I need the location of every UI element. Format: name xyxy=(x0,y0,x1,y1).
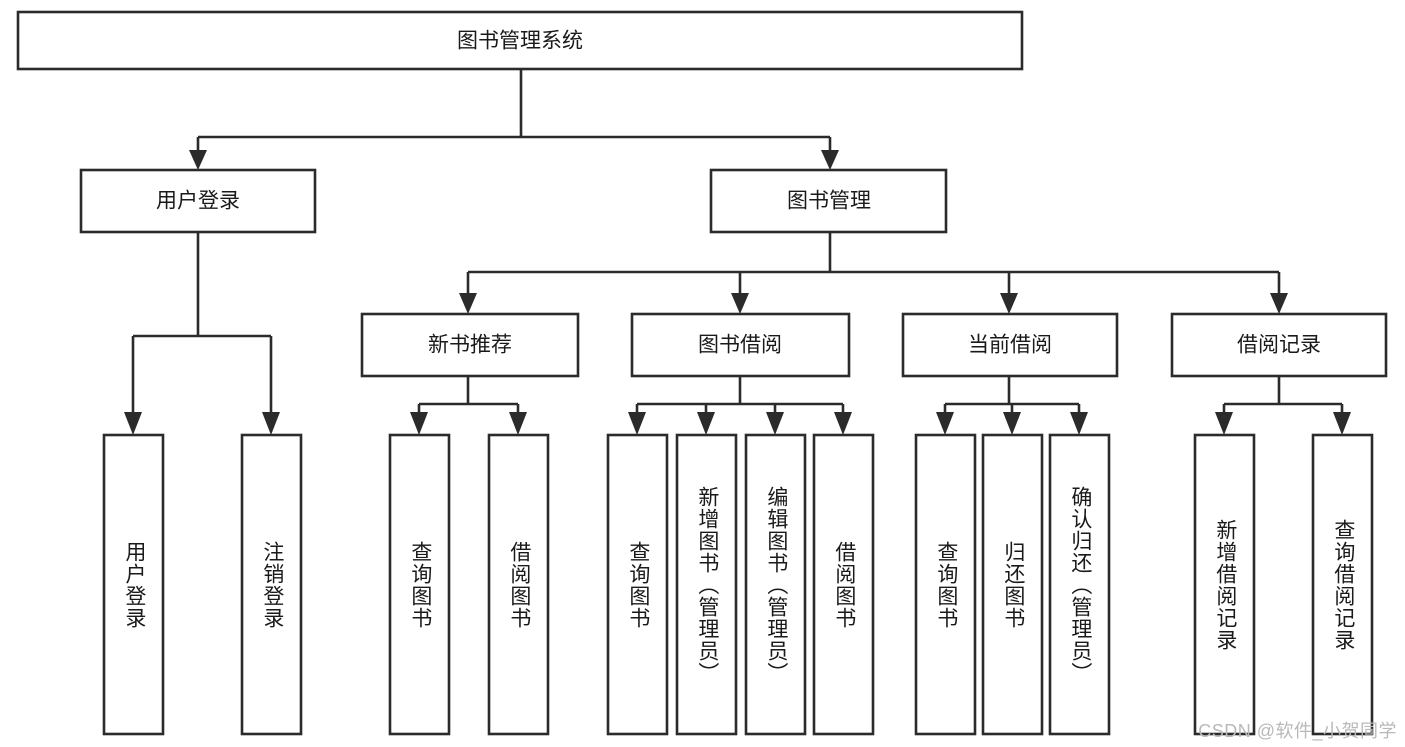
arrow-root-to-book-manage xyxy=(821,150,839,170)
node-leaf-borrow-book-2-box[interactable] xyxy=(812,433,875,736)
node-leaf-add-record-box[interactable] xyxy=(1193,433,1256,736)
arrow-new-book-leaf-2 xyxy=(509,412,527,435)
arrow-book-manage-to-current-borrow xyxy=(1000,293,1018,314)
node-new-book-recommend[interactable]: 新书推荐 xyxy=(360,312,580,378)
node-layer: 图书管理系统 用户登录 图书管理 新书推荐 图书借阅 当前 xyxy=(16,10,1388,736)
arrow-current-borrow-leaf-1 xyxy=(936,412,954,435)
watermark-text: CSDN @软件_小贺同学 xyxy=(1198,721,1397,741)
arrow-current-borrow-leaf-2 xyxy=(1003,412,1021,435)
arrow-book-manage-to-new-book xyxy=(459,293,477,314)
node-user-login[interactable]: 用户登录 xyxy=(79,168,317,234)
node-borrow-record-label: 借阅记录 xyxy=(1237,334,1321,357)
node-leaf-edit-book-box[interactable] xyxy=(744,433,807,736)
node-leaf-query-book-1-box[interactable] xyxy=(388,433,451,736)
node-book-borrow[interactable]: 图书借阅 xyxy=(630,312,851,378)
node-current-borrow-label: 当前借阅 xyxy=(968,334,1052,357)
node-leaf-query-book-3-box[interactable] xyxy=(914,433,977,736)
node-root-box[interactable] xyxy=(16,10,1024,71)
node-user-login-label: 用户登录 xyxy=(156,190,240,213)
node-book-manage-box[interactable] xyxy=(709,168,948,234)
node-leaf-query-record-box[interactable] xyxy=(1311,433,1374,736)
arrow-root-to-user-login xyxy=(189,150,207,170)
node-leaf-return-book-box[interactable] xyxy=(981,433,1044,736)
arrow-new-book-leaf-1 xyxy=(410,412,428,435)
node-book-borrow-label: 图书借阅 xyxy=(698,334,782,357)
node-leaf-query-book-2-box[interactable] xyxy=(606,433,669,736)
node-current-borrow[interactable]: 当前借阅 xyxy=(901,312,1119,378)
node-borrow-record[interactable]: 借阅记录 xyxy=(1170,312,1388,378)
node-root-label: 图书管理系统 xyxy=(457,30,583,53)
node-borrow-record-box[interactable] xyxy=(1170,312,1388,378)
connector-layer xyxy=(124,69,1351,435)
node-leaf-user-login-box[interactable] xyxy=(102,433,165,736)
arrow-book-manage-to-book-borrow xyxy=(731,293,749,314)
node-root[interactable]: 图书管理系统 xyxy=(16,10,1024,71)
node-new-book-recommend-label: 新书推荐 xyxy=(428,334,512,357)
arrow-book-borrow-leaf-1 xyxy=(628,412,646,435)
node-book-manage-label: 图书管理 xyxy=(787,190,871,213)
arrow-book-borrow-leaf-3 xyxy=(766,412,784,435)
arrow-book-borrow-leaf-4 xyxy=(834,412,852,435)
node-leaf-confirm-return-box[interactable] xyxy=(1048,433,1111,736)
node-leaf-borrow-book-1-box[interactable] xyxy=(487,433,550,736)
node-book-manage[interactable]: 图书管理 xyxy=(709,168,948,234)
arrow-current-borrow-leaf-3 xyxy=(1070,412,1088,435)
arrow-borrow-record-leaf-2 xyxy=(1333,412,1351,435)
node-current-borrow-box[interactable] xyxy=(901,312,1119,378)
node-new-book-recommend-box[interactable] xyxy=(360,312,580,378)
node-leaf-user-logout-box[interactable] xyxy=(240,433,303,736)
node-leaf-add-book-box[interactable] xyxy=(675,433,738,736)
arrow-borrow-record-leaf-1 xyxy=(1215,412,1233,435)
arrow-user-login-leaf-2 xyxy=(262,412,280,435)
arrow-book-borrow-leaf-2 xyxy=(697,412,715,435)
node-book-borrow-box[interactable] xyxy=(630,312,851,378)
arrow-user-login-leaf-1 xyxy=(124,412,142,435)
arrow-book-manage-to-borrow-record xyxy=(1270,293,1288,314)
node-user-login-box[interactable] xyxy=(79,168,317,234)
